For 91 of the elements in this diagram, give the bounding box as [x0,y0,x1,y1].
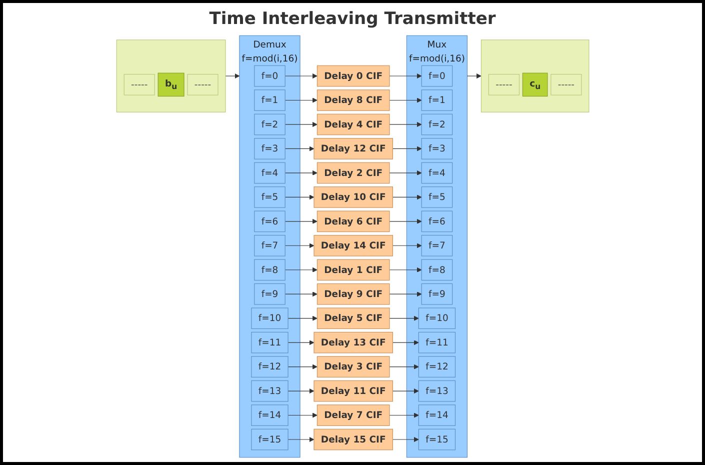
node-box: f=11 [250,332,288,354]
node-box: f=12 [250,356,288,378]
arrow [392,436,419,442]
arrow [284,73,318,79]
arrow [388,122,422,127]
node-box: Delay 12 CIF [313,138,393,160]
node-box: f=8 [421,259,452,281]
node-box: Delay 10 CIF [313,186,393,208]
node-box: f=12 [418,356,456,378]
node-box: f=3 [254,138,286,160]
node-box: Delay 5 CIF [316,308,390,329]
arrow [388,218,422,224]
node-box: b$_{u}$ [158,72,184,97]
node-box: c$_{u}$ [522,72,548,97]
node-box: Delay 6 CIF [316,210,390,232]
arrow [388,267,422,272]
node-box: f=15 [418,428,456,450]
node-box: Delay 14 CIF [313,234,393,256]
node-box: f=5 [254,186,286,208]
arrow [388,316,419,321]
node-box: Delay 9 CIF [316,283,390,305]
node-box: f=10 [250,308,288,329]
node-box: f=4 [254,162,286,184]
node-box: Delay 13 CIF [313,332,393,354]
node-box: f=6 [254,210,286,232]
arrow [388,98,422,103]
arrow [287,436,314,442]
arrow [392,194,422,200]
node-box: Delay 2 CIF [316,162,390,184]
arrow [287,412,318,418]
arrow [284,243,314,248]
node-box: Delay 8 CIF [316,90,390,111]
arrow [284,218,318,224]
arrow [392,243,422,248]
arrow [287,388,314,394]
arrow [284,267,318,272]
arrow [224,73,240,79]
node-box: ----- [124,74,155,96]
arrow [466,73,482,79]
arrow [287,364,318,370]
node-box: f=0 [254,65,286,87]
node-box: f=0 [421,65,452,87]
arrow [284,194,314,200]
arrow [287,316,318,321]
arrow [392,388,419,394]
node-box: ----- [488,74,520,96]
arrow [284,122,318,127]
node-box: Delay 4 CIF [316,114,390,136]
arrow [392,340,419,346]
node-box: Delay 3 CIF [316,356,390,378]
node-box: Delay 0 CIF [316,65,390,87]
node-box: f=7 [254,234,286,256]
arrow [287,340,314,346]
node-box: f=13 [418,380,456,402]
cluster [116,40,226,112]
node-box: f=2 [254,114,286,136]
cluster [480,40,589,112]
node-box: Delay 7 CIF [316,404,390,426]
node-box: Delay 11 CIF [313,380,393,402]
arrow [284,146,314,152]
node-box: f=2 [421,114,452,136]
node-box: f=10 [418,308,456,329]
node-box: f=11 [418,332,456,354]
arrow [388,412,419,418]
node-box: f=9 [254,283,286,305]
arrow [388,170,422,176]
node-box: f=14 [250,404,288,426]
node-box: f=13 [250,380,288,402]
arrow [392,146,422,152]
arrow [388,73,422,79]
node-box: f=15 [250,428,288,450]
arrow [284,292,318,297]
node-box: f=6 [421,210,452,232]
node-box: f=5 [421,186,452,208]
arrow [388,364,419,370]
node-box: f=4 [421,162,452,184]
node-box: f=1 [421,90,452,111]
node-box: f=3 [421,138,452,160]
node-box: Delay 15 CIF [313,428,393,450]
node-box: Delay 1 CIF [316,259,390,281]
node-box: f=7 [421,234,452,256]
arrow [388,292,422,297]
node-box: ----- [186,74,218,96]
node-box: f=9 [421,283,452,305]
node-box: f=14 [418,404,456,426]
node-box: f=1 [254,90,286,111]
arrow [284,170,318,176]
arrow [284,98,318,103]
diagram-title: Time Interleaving Transmitter [209,9,496,29]
node-box: f=8 [254,259,286,281]
node-box: ----- [550,74,582,96]
